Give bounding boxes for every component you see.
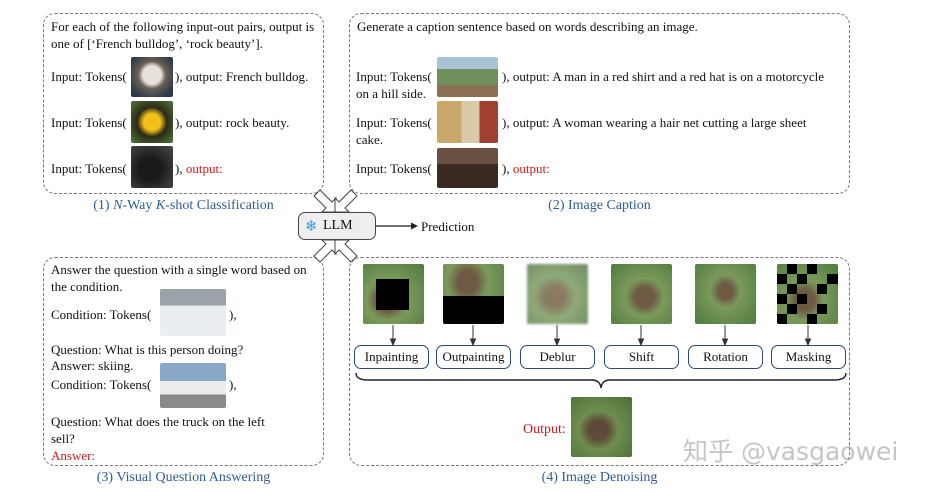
query-dog-thumbnail	[131, 146, 173, 188]
mask-patch	[817, 304, 827, 314]
caption-row-3-prefix: Input: Tokens(	[356, 161, 432, 176]
motorcycle-thumbnail	[437, 57, 498, 97]
image-caption-caption: (2) Image Caption	[548, 198, 651, 213]
mask-patch	[807, 264, 817, 274]
classification-caption: (1) N-Way K-shot Classification	[93, 198, 274, 213]
vqa-caption: (3) Visual Question Answering	[96, 470, 271, 485]
mask-patch	[817, 284, 827, 294]
prediction-label: Prediction	[421, 219, 475, 234]
rotation-button[interactable]: Rotation	[688, 345, 763, 369]
caption-row-2-prefix: Input: Tokens(	[356, 115, 432, 130]
truck-thumbnail	[160, 363, 226, 408]
mask-patch	[797, 274, 807, 284]
snowflake-icon: ❄	[305, 217, 318, 235]
vqa-answer-1: Answer: skiing.	[51, 358, 134, 373]
inpainting-mask	[376, 279, 409, 310]
classification-row-2-prefix: Input: Tokens(	[51, 115, 127, 130]
caption-row-3-suffix: ), output:	[502, 161, 550, 176]
vqa-instruction: Answer the question with a single word b…	[51, 262, 307, 294]
mask-patch	[827, 274, 838, 284]
shift-button[interactable]: Shift	[604, 345, 679, 369]
vqa-answer-2: Answer:	[51, 448, 96, 463]
vqa-condition-1-end: ),	[229, 307, 237, 322]
clean-rabbit-thumbnail	[571, 397, 632, 457]
masking-button[interactable]: Masking	[771, 345, 846, 369]
crowd-thumbnail	[437, 148, 498, 188]
classification-row-3-suffix: ), output:	[175, 161, 223, 176]
shift-thumbnail	[611, 264, 672, 324]
classification-row-3-prefix: Input: Tokens(	[51, 161, 127, 176]
mask-patch	[787, 304, 797, 314]
mask-patch	[777, 314, 787, 324]
caption-query-output: output:	[512, 161, 550, 176]
classification-row-1-suffix: ), output: French bulldog.	[175, 69, 309, 84]
vqa-question-2: Question: What does the truck on the lef…	[51, 414, 265, 446]
prediction-arrow-head	[411, 222, 418, 230]
inpainting-button[interactable]: Inpainting	[354, 345, 429, 369]
caption-instruction: Generate a caption sentence based on wor…	[357, 19, 698, 34]
vqa-condition-2-end: ),	[229, 377, 237, 392]
mask-patch	[787, 284, 797, 294]
dog-thumbnail	[131, 57, 173, 97]
classification-query-output: output:	[185, 161, 223, 176]
caption-row-1-prefix: Input: Tokens(	[356, 69, 432, 84]
vqa-condition-2: Condition: Tokens(	[51, 377, 152, 392]
classification-row-2-suffix: ), output: rock beauty.	[175, 115, 290, 130]
classification-row-1-prefix: Input: Tokens(	[51, 69, 127, 84]
arrow-from-panel2	[334, 189, 358, 213]
mask-patch	[787, 264, 797, 274]
mask-patch	[777, 294, 787, 304]
fish-thumbnail	[131, 101, 173, 143]
inpainting-thumbnail	[363, 264, 424, 324]
kitchen-thumbnail	[437, 101, 498, 143]
caption-row-1-suffix: ), output: A man in a red shirt and a re…	[502, 69, 825, 84]
vqa-condition-1: Condition: Tokens(	[51, 307, 152, 322]
caption-row-2-suffix: ), output: A woman wearing a hair net cu…	[502, 115, 807, 130]
panel-classification	[43, 13, 324, 194]
mask-patch	[777, 274, 787, 284]
outpainting-button[interactable]: Outpainting	[436, 345, 511, 369]
caption-row-2-cont: cake.	[356, 132, 384, 147]
mask-patch	[797, 294, 807, 304]
merge-brace	[355, 372, 847, 389]
skiing-thumbnail	[160, 289, 226, 336]
denoising-output-label: Output:	[523, 422, 566, 437]
vqa-question-1: Question: What is this person doing?	[51, 342, 244, 357]
arrow-from-panel3	[313, 239, 337, 263]
panel-vqa	[43, 257, 324, 466]
panel-image-denoising	[349, 257, 850, 466]
deblur-button[interactable]: Deblur	[520, 345, 595, 369]
image-denoising-caption: (4) Image Denoising	[541, 470, 658, 485]
outpainting-thumbnail	[443, 264, 504, 324]
rotation-thumbnail	[695, 264, 756, 324]
arrow-from-panel1	[313, 189, 337, 213]
outpainting-mask	[443, 296, 504, 324]
mask-patch	[807, 314, 817, 324]
classification-instruction: For each of the following input-out pair…	[51, 19, 315, 51]
deblur-thumbnail	[527, 264, 588, 324]
masking-thumbnail	[777, 264, 838, 324]
caption-row-1-cont: on a hill side.	[356, 86, 427, 101]
llm-label: LLM	[323, 218, 353, 233]
arrow-from-panel4	[334, 239, 358, 263]
panel-image-caption	[349, 13, 850, 194]
watermark: 知乎 @vasgaowei	[683, 437, 899, 466]
